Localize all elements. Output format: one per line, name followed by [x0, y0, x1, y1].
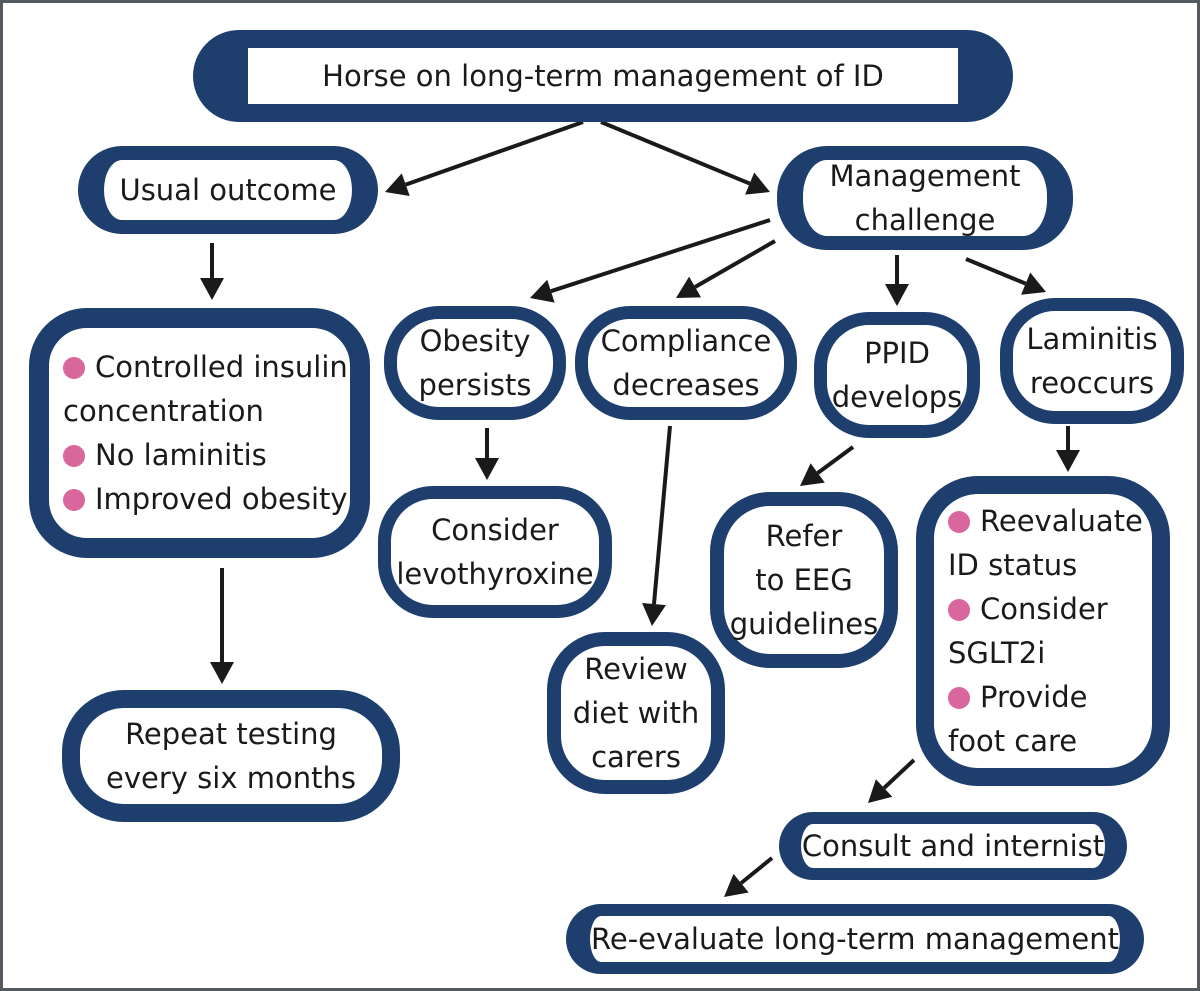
usual-outcome-node: Usual outcome	[78, 146, 378, 234]
foot-care-item-cont: foot care	[948, 724, 1078, 758]
arrow-management-to-compliance	[676, 239, 776, 298]
arrow-controlled-to-repeat	[210, 568, 234, 684]
arrow-compliance-to-review	[642, 425, 672, 626]
bullet-icon	[63, 445, 85, 467]
bullet-icon	[63, 357, 85, 379]
improved-obesity-item: Improved obesity	[63, 477, 348, 521]
laminitis-reoccurs-line-1: Laminitis	[1026, 322, 1158, 356]
no-laminitis-item: No laminitis	[63, 433, 267, 477]
review-diet-line-2: diet with	[572, 696, 700, 730]
refer-eeg-node: Refer to EEG guidelines	[710, 492, 898, 668]
laminitis-reoccurs-line-2: reoccurs	[1029, 366, 1155, 400]
arrow-root-to-management-challenge	[600, 120, 770, 195]
controlled-insulin-item-cont: concentration	[63, 394, 264, 428]
ppid-develops-node: PPID develops	[814, 312, 980, 438]
consult-internist-label: Consult and internist	[801, 829, 1105, 863]
arrow-obesity-to-levothyroxine	[475, 428, 499, 480]
reevaluate-management-node: Re-evaluate long-term management	[566, 904, 1144, 974]
root-node: Horse on long-term management of ID	[193, 30, 1013, 122]
consider-sglt2i-item-cont: SGLT2i	[948, 636, 1046, 670]
obesity-persists-line-1: Obesity	[419, 324, 531, 358]
arrow-consult-to-management	[724, 856, 774, 897]
reevaluate-id-item-cont: ID status	[948, 548, 1078, 582]
refer-eeg-line-3: guidelines	[729, 607, 879, 641]
arrow-management-to-laminitis	[965, 257, 1046, 295]
compliance-decreases-line-2: decreases	[612, 368, 760, 402]
review-diet-node: Review diet with carers	[547, 632, 725, 794]
arrow-ppid-to-refer	[800, 445, 855, 486]
compliance-decreases-line-1: Compliance	[600, 324, 772, 358]
reevaluate-id-node: Reevaluate ID status Consider SGLT2i Pro…	[916, 476, 1170, 786]
bullet-icon	[948, 511, 970, 533]
arrow-management-to-obesity	[530, 218, 771, 303]
arrow-usual-to-controlled	[200, 243, 224, 300]
management-challenge-node: Management challenge	[777, 146, 1073, 250]
foot-care-item: Provide	[948, 675, 1087, 719]
review-diet-line-1: Review	[584, 652, 688, 686]
repeat-testing-line-1: Repeat testing	[125, 717, 337, 751]
management-challenge-line-2: challenge	[854, 203, 996, 237]
consider-levothyroxine-node: Consider levothyroxine	[378, 486, 612, 618]
root-label: Horse on long-term management of ID	[322, 59, 884, 93]
bullet-icon	[948, 599, 970, 621]
obesity-persists-node: Obesity persists	[384, 306, 566, 420]
usual-outcome-label: Usual outcome	[119, 173, 337, 207]
refer-eeg-line-2: to EEG	[755, 563, 853, 597]
controlled-outcome-node: Controlled insulin concentration No lami…	[29, 308, 370, 558]
consult-internist-node: Consult and internist	[779, 812, 1127, 880]
compliance-decreases-node: Compliance decreases	[575, 306, 797, 420]
ppid-develops-line-1: PPID	[864, 336, 930, 370]
arrow-laminitis-to-reevaluate	[1056, 426, 1080, 472]
repeat-testing-line-2: every six months	[106, 761, 356, 795]
management-challenge-line-1: Management	[829, 159, 1021, 193]
consider-levothyroxine-line-1: Consider	[431, 513, 559, 547]
laminitis-reoccurs-node: Laminitis reoccurs	[1000, 298, 1184, 424]
reevaluate-id-item: Reevaluate	[948, 499, 1143, 543]
bullet-icon	[63, 489, 85, 511]
arrow-management-to-ppid	[885, 255, 909, 306]
obesity-persists-line-2: persists	[418, 368, 532, 402]
consider-sglt2i-item: Consider	[948, 587, 1108, 631]
consider-levothyroxine-line-2: levothyroxine	[396, 557, 594, 591]
review-diet-line-3: carers	[591, 740, 681, 774]
arrow-root-to-usual-outcome	[385, 120, 584, 196]
repeat-testing-node: Repeat testing every six months	[62, 690, 400, 822]
ppid-develops-line-2: develops	[831, 380, 963, 414]
controlled-insulin-item: Controlled insulin	[63, 345, 348, 389]
arrow-reevaluate-to-consult	[868, 758, 916, 803]
refer-eeg-line-1: Refer	[765, 519, 843, 553]
reevaluate-management-label: Re-evaluate long-term management	[591, 922, 1119, 956]
bullet-icon	[948, 687, 970, 709]
